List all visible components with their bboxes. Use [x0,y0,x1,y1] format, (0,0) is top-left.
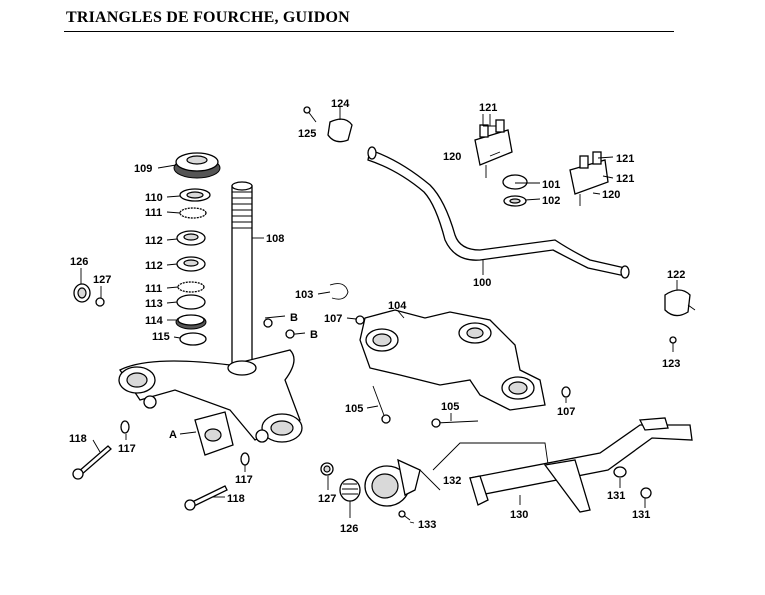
label-103: 103 [295,289,313,301]
part-126-127-left [73,283,105,307]
label-120-right: 120 [602,189,620,201]
part-120-121-clamp-right [569,151,609,206]
part-120-121-clamp-left [474,119,513,178]
part-A-clamp-block [194,411,234,456]
label-112-lower: 112 [145,260,163,272]
part-117-washers [120,420,250,466]
part-122-123-right [664,289,696,352]
label-121-right-lower: 121 [616,173,634,185]
label-131-right: 131 [632,509,650,521]
lower-triple-clamp [118,349,303,443]
label-109: 109 [134,163,152,175]
label-125: 125 [298,128,316,140]
label-104: 104 [388,300,407,312]
label-114: 114 [145,315,164,327]
label-A: A [169,429,177,441]
label-121-top: 121 [479,102,497,114]
leader-lines [80,107,678,524]
part-133-bolt [398,510,411,521]
part-108-steering-stem [231,181,253,367]
label-127-bottom: 127 [318,493,336,505]
label-130: 130 [510,509,528,521]
label-133: 133 [418,519,436,531]
label-105-right: 105 [441,401,459,413]
label-118-lower: 118 [227,493,245,505]
title-underline [64,31,674,32]
part-131-nuts [613,466,652,499]
label-121-right-upper: 121 [616,153,634,165]
label-B-upper: B [290,312,298,324]
label-117-left: 117 [118,443,136,455]
label-118-upper: 118 [69,433,87,445]
label-111-top: 111 [145,207,162,219]
part-130-bracket [468,417,693,513]
part-100-handlebar [367,146,630,279]
bearing-rings-stack [175,188,211,346]
part-104-upper-triple-clamp [359,309,546,411]
label-110: 110 [145,192,163,204]
label-127-left: 127 [93,274,111,286]
part-132-lead-lines [419,442,549,491]
label-111-lower: 111 [145,283,162,295]
part-118-bolts [72,445,228,511]
label-B-lower: B [310,329,318,341]
label-120-left: 120 [443,151,461,163]
part-103-clip [329,283,349,300]
label-123: 123 [662,358,680,370]
part-101-102-nut-washer [502,174,528,207]
b-bolts [263,315,306,339]
label-131-left: 131 [607,490,625,502]
label-108: 108 [266,233,284,245]
page-title: TRIANGLES DE FOURCHE, GUIDON [66,9,350,26]
part-horn [364,458,421,507]
part-labels: 124 125 109 110 111 112 112 111 113 114 … [69,98,685,535]
label-100: 100 [473,277,491,289]
label-107-right: 107 [557,406,575,418]
label-122: 122 [667,269,685,281]
label-113: 113 [145,298,163,310]
label-115: 115 [152,331,170,343]
label-101: 101 [542,179,560,191]
label-105-left: 105 [345,403,363,415]
label-112-upper: 112 [145,235,163,247]
part-124-125-top [303,106,353,143]
label-126-left: 126 [70,256,88,268]
label-124: 124 [331,98,350,110]
label-107-upper: 107 [324,313,342,325]
label-126-bottom: 126 [340,523,358,535]
label-102: 102 [542,195,560,207]
label-117-right: 117 [235,474,253,486]
part-105-107-bolts [355,315,571,428]
label-132: 132 [443,475,461,487]
part-109-top-nut [173,152,221,179]
